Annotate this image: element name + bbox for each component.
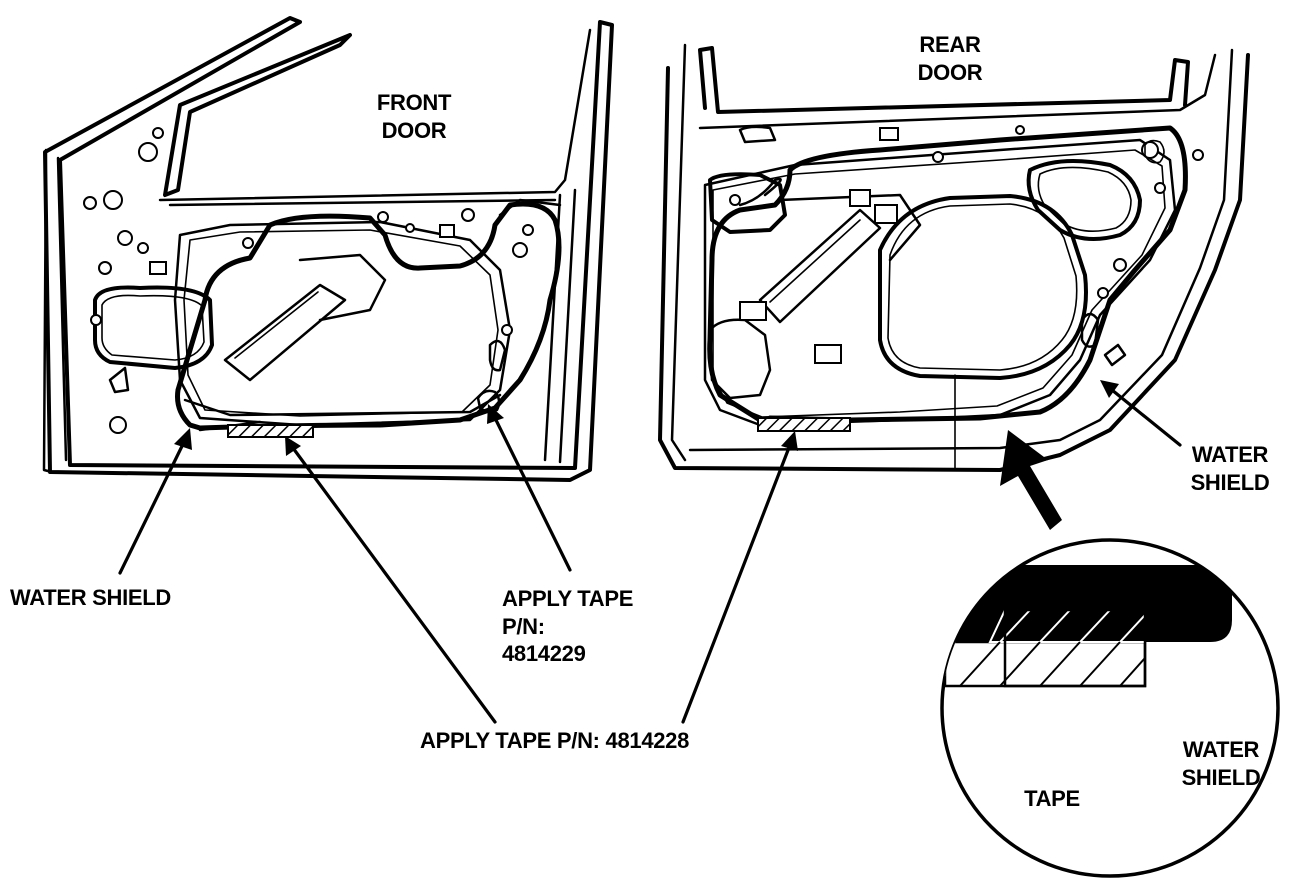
front-door-label-line1: FRONT	[377, 90, 452, 115]
apply-tape-small-line2: P/N:	[502, 614, 545, 639]
text-labels: FRONT DOOR REAR DOOR WATER SHIELD APPLY …	[10, 32, 1270, 811]
rear-door-label-line2: DOOR	[918, 60, 983, 85]
detail-tape-label: TAPE	[1024, 786, 1080, 811]
detail-water-shield-line1: WATER	[1183, 737, 1260, 762]
detail-magnifier	[940, 538, 1280, 878]
water-shield-left-label: WATER SHIELD	[10, 585, 171, 610]
water-shield-right-line1: WATER	[1192, 442, 1269, 467]
detail-water-shield-line2: SHIELD	[1182, 765, 1261, 790]
front-door-illustration	[42, 16, 614, 482]
apply-tape-small-line1: APPLY TAPE	[502, 586, 633, 611]
front-door-label-line2: DOOR	[382, 118, 447, 143]
water-shield-right-line2: SHIELD	[1191, 470, 1270, 495]
rear-door-illustration	[658, 43, 1250, 472]
rear-door-label-line1: REAR	[919, 32, 981, 57]
apply-tape-main-label: APPLY TAPE P/N: 4814228	[420, 728, 689, 753]
apply-tape-small-line3: 4814229	[502, 641, 586, 666]
